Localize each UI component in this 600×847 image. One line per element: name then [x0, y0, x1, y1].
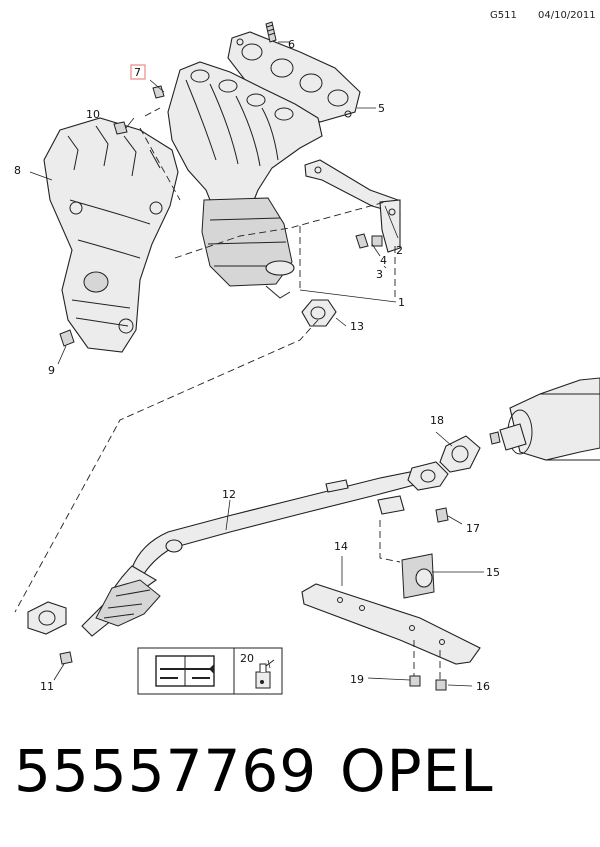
callout-2: 2	[396, 244, 403, 257]
callout-9: 9	[48, 364, 55, 377]
callout-18: 18	[430, 414, 444, 427]
callout-12: 12	[222, 488, 236, 501]
rear-muffler	[499, 377, 600, 461]
callout-6: 6	[288, 38, 295, 51]
exploded-view: 6 5 7 10 8 9 2 4 3 1 13 12 18 17 14 15 1…	[14, 21, 600, 695]
bracket	[304, 159, 401, 253]
front-exhaust-pipe	[27, 461, 449, 637]
callout-10: 10	[86, 108, 100, 121]
bolt	[435, 679, 447, 691]
callout-17: 17	[466, 522, 480, 535]
crossmember	[301, 583, 481, 665]
nut	[409, 675, 421, 687]
flange-gasket	[301, 299, 337, 327]
callout-19: 19	[350, 673, 364, 686]
exhaust-manifold	[167, 61, 323, 299]
manual-wrench-icon	[155, 655, 215, 687]
callout-13: 13	[350, 320, 364, 333]
brand-name: OPEL	[340, 737, 494, 805]
callout-3: 3	[376, 268, 383, 281]
nut	[435, 507, 449, 523]
callout-20: 20	[240, 652, 254, 665]
manifold-gasket	[227, 31, 361, 123]
header-code: G511	[490, 10, 517, 21]
callout-5: 5	[378, 102, 385, 115]
bolt	[113, 121, 128, 135]
stud	[265, 21, 277, 43]
service-icon-box	[137, 647, 283, 695]
callout-7: 7	[134, 66, 141, 79]
header-date: 04/10/2011	[538, 10, 596, 21]
callout-4: 4	[380, 254, 387, 267]
callout-15: 15	[486, 566, 500, 579]
rear-gasket	[439, 435, 481, 473]
rubber-hanger	[401, 553, 435, 599]
callout-14: 14	[334, 540, 348, 553]
callout-7-highlight	[130, 64, 146, 80]
part-number: 55557769	[14, 737, 318, 805]
callout-8: 8	[14, 164, 21, 177]
callout-1: 1	[398, 296, 405, 309]
callout-11: 11	[40, 680, 54, 693]
nut	[59, 651, 73, 665]
bolt	[355, 233, 383, 249]
heat-shield	[43, 117, 179, 353]
bolt	[59, 329, 75, 347]
lubricant-bottle-icon	[255, 659, 275, 689]
stud	[489, 431, 501, 445]
callout-16: 16	[476, 680, 490, 693]
